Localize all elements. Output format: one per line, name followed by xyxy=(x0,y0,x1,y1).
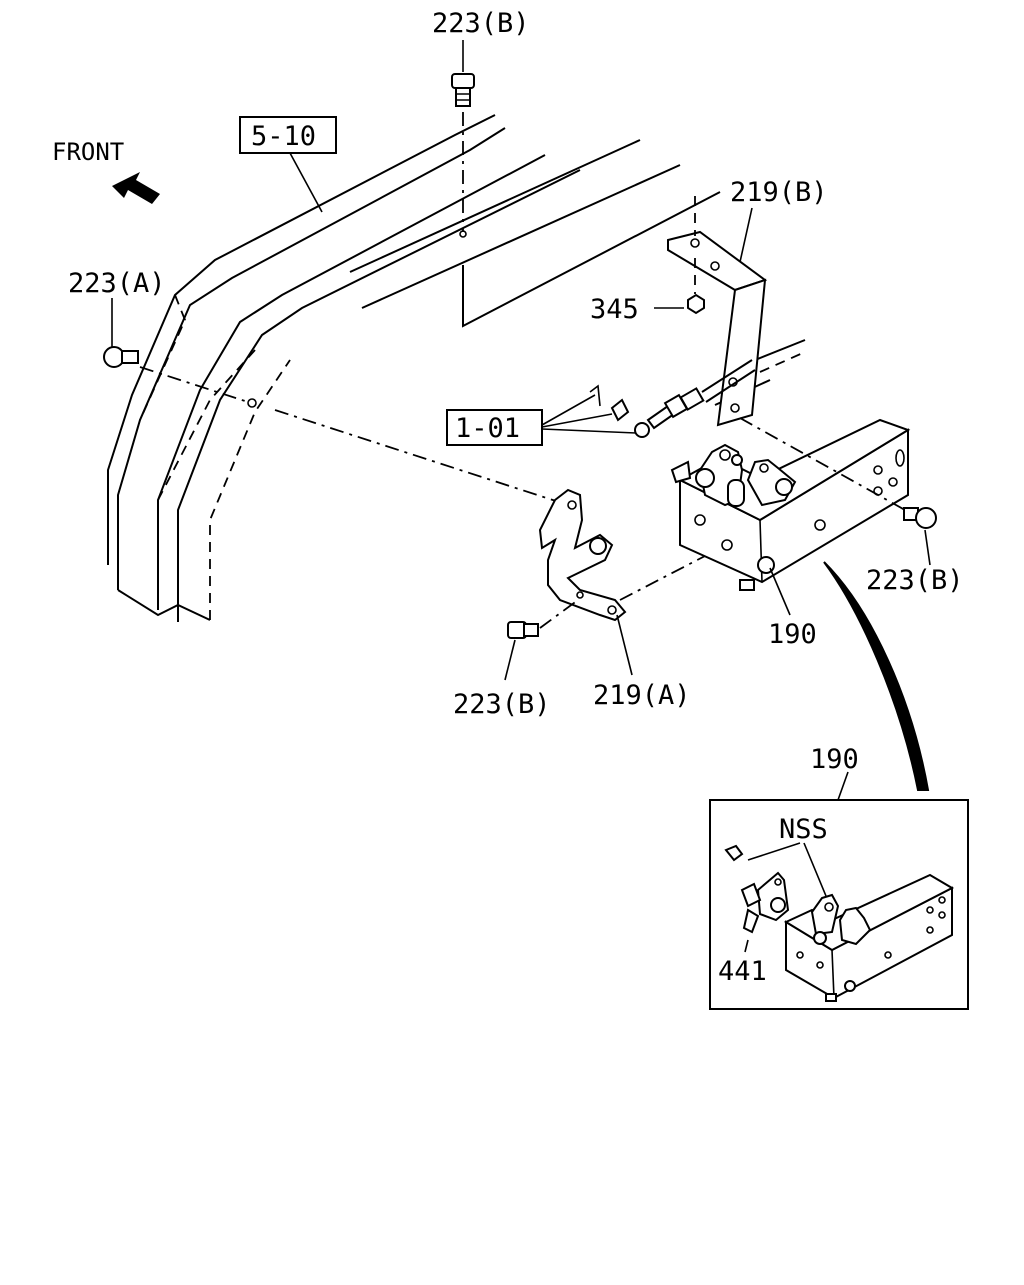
bolt-left-icon xyxy=(103,346,139,368)
bolt-top-icon xyxy=(451,73,475,107)
bolt-left-label: 223(A) xyxy=(68,268,166,299)
assembly-190-label: 190 xyxy=(768,619,817,650)
front-arrow-icon xyxy=(112,172,160,204)
detail-190-label: 190 xyxy=(810,744,859,775)
detail-441-label: 441 xyxy=(718,956,767,987)
bracket-b-label: 219(B) xyxy=(730,177,828,208)
bolt-bottom-label: 223(B) xyxy=(453,689,551,720)
nut-icon xyxy=(687,293,705,315)
bracket-219b xyxy=(667,230,768,427)
cable-end xyxy=(589,359,756,438)
ref-box-5-10 xyxy=(239,116,337,154)
ref-1-01-label: 1-01 xyxy=(455,413,520,444)
front-label: FRONT xyxy=(52,138,124,166)
bracket-a-label: 219(A) xyxy=(593,680,691,711)
ref-5-10-label: 5-10 xyxy=(251,121,316,152)
bolt-right-label: 223(B) xyxy=(866,565,964,596)
detail-mechanism xyxy=(724,844,955,1002)
detail-pointer xyxy=(823,561,930,791)
detail-nss-label: NSS xyxy=(779,814,828,845)
bolt-right-icon xyxy=(903,507,937,529)
bolt-top-label: 223(B) xyxy=(432,8,530,39)
mechanism-assembly-190 xyxy=(670,418,911,591)
detail-view-box xyxy=(709,799,969,1010)
nut-label: 345 xyxy=(590,294,639,325)
bolt-bottom-icon xyxy=(507,621,539,639)
ref-box-1-01 xyxy=(446,409,543,446)
bracket-219a xyxy=(538,488,627,622)
